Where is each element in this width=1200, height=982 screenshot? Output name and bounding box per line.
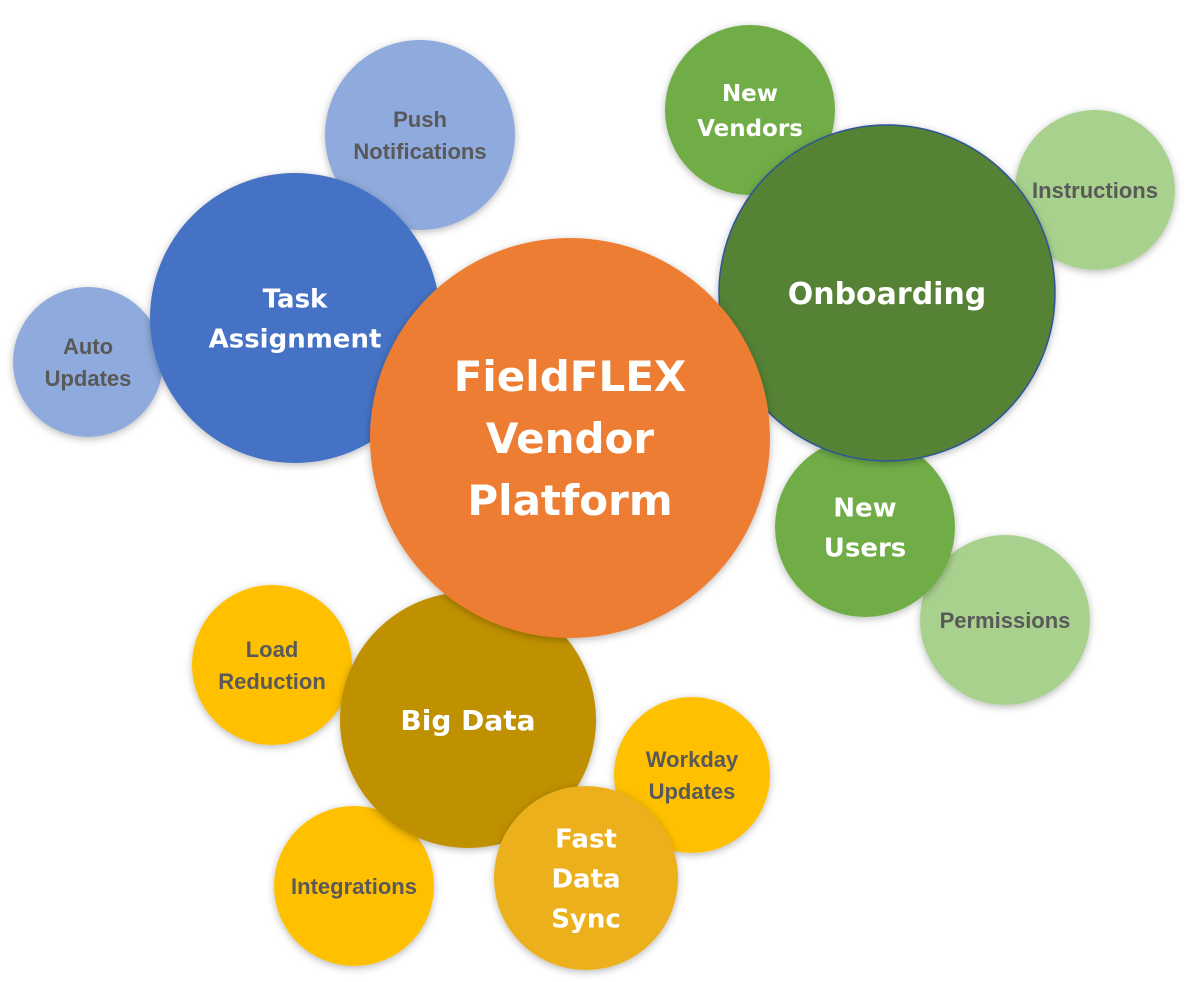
integrations-circle	[274, 806, 434, 966]
onboarding-label-line: Onboarding	[788, 277, 987, 312]
new-users-circle	[775, 437, 955, 617]
permissions-circle	[920, 535, 1090, 705]
center-circle	[370, 238, 770, 638]
load-reduction-label-line: Load	[246, 637, 299, 662]
new-users-label-line: New	[833, 493, 896, 523]
task-assignment-label-line: Assignment	[209, 324, 382, 354]
center-label-line: FieldFLEX	[454, 352, 687, 401]
new-vendors-label-line: New	[722, 81, 778, 107]
new-users-label-line: Users	[824, 533, 907, 563]
bubble-permissions: Permissions	[920, 535, 1090, 705]
bubble-big-data: Big Data	[340, 592, 596, 848]
auto-updates-circle	[13, 287, 163, 437]
push-notifications-label-line: Notifications	[353, 139, 486, 164]
new-vendors-circle	[665, 25, 835, 195]
workday-updates-label-line: Updates	[649, 779, 736, 804]
fast-data-sync-circle	[494, 786, 678, 970]
push-notifications-circle	[325, 40, 515, 230]
workday-updates-circle	[614, 697, 770, 853]
integrations-label-line: Integrations	[291, 874, 417, 899]
instructions-label-line: Instructions	[1032, 178, 1158, 203]
center-label-line: Vendor	[486, 414, 655, 463]
instructions-circle	[1015, 110, 1175, 270]
onboarding-circle	[718, 124, 1056, 462]
task-assignment-circle	[150, 173, 440, 463]
fast-data-sync-label-line: Fast	[555, 824, 617, 854]
new-vendors-label-line: Vendors	[697, 116, 803, 142]
bubble-onboarding: Onboarding	[718, 124, 1056, 462]
center-label-line: Platform	[467, 476, 672, 525]
load-reduction-label-line: Reduction	[218, 669, 326, 694]
workday-updates-label-line: Workday	[646, 747, 739, 772]
task-assignment-label-line: Task	[263, 284, 328, 314]
big-data-label-line: Big Data	[400, 704, 535, 737]
permissions-label-line: Permissions	[940, 608, 1071, 633]
auto-updates-label-line: Updates	[45, 366, 132, 391]
fast-data-sync-label-line: Data	[551, 864, 620, 894]
auto-updates-label-line: Auto	[63, 334, 113, 359]
load-reduction-circle	[192, 585, 352, 745]
bubble-integrations: Integrations	[274, 806, 434, 966]
bubble-instructions: Instructions	[1015, 110, 1175, 270]
big-data-circle	[340, 592, 596, 848]
fast-data-sync-label-line: Sync	[551, 904, 621, 934]
push-notifications-label-line: Push	[393, 107, 447, 132]
